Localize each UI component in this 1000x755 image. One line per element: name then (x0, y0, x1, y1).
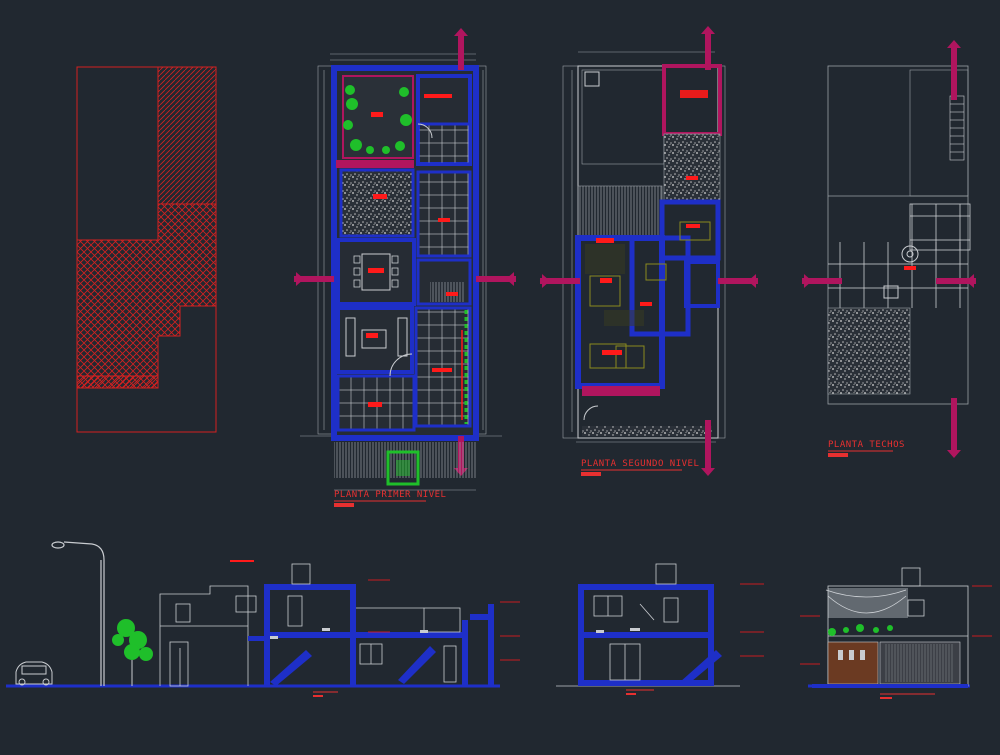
title-planta-segundo-nivel: PLANTA SEGUNDO NIVEL (581, 459, 700, 469)
site-plan (76, 66, 217, 433)
section-marker-icon (802, 40, 976, 458)
section-b (556, 563, 764, 695)
street-lamp-icon (51, 541, 105, 686)
section-a (6, 541, 520, 697)
second-floor-plan (540, 26, 758, 476)
title-planta-primer-nivel: PLANTA PRIMER NIVEL (334, 490, 447, 500)
title-planta-techos: PLANTA TECHOS (828, 440, 905, 450)
roof-plan (802, 40, 976, 458)
first-floor-plan (294, 28, 516, 491)
main-facade (800, 567, 992, 699)
section-marker-icon (540, 26, 758, 476)
car-icon (15, 661, 53, 686)
tree-icon (112, 619, 153, 661)
